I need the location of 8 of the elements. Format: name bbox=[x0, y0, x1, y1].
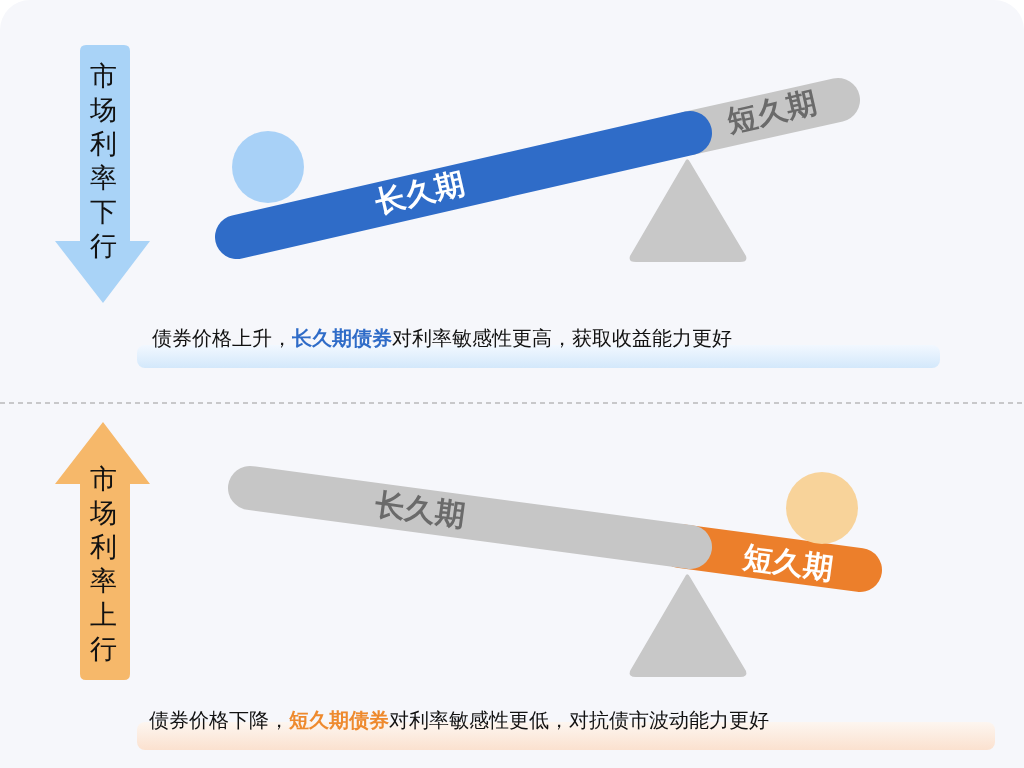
caption-text: 债券价格下降，短久期债券对利率敏感性更低，对抗债市波动能力更好 bbox=[149, 710, 769, 730]
bar-label: 长久期 bbox=[373, 489, 467, 531]
bar-label: 短久期 bbox=[741, 542, 835, 584]
arrow-label: 市场利率上行 bbox=[89, 462, 117, 666]
caption-text: 债券价格上升，长久期债券对利率敏感性更高，获取收益能力更好 bbox=[152, 328, 732, 348]
arrow-label: 市场利率下行 bbox=[89, 59, 117, 263]
bar-label: 长久期 bbox=[372, 168, 468, 218]
bar-label: 短久期 bbox=[724, 87, 820, 137]
